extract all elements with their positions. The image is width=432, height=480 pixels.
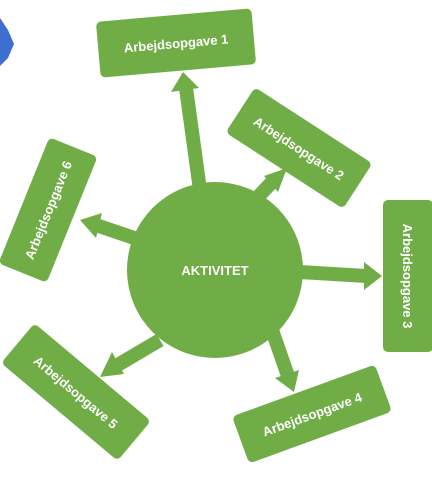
arrow-to-task-4 [265,327,299,392]
task-label-3: Arbejdsopgave 3 [400,224,415,329]
arrow-to-task-3 [299,262,382,290]
arrow-to-task-1 [171,72,207,191]
arrow-to-task-6 [80,213,143,247]
task-box-1: Arbejdsopgave 1 [96,8,256,78]
task-box-4: Arbejdsopgave 4 [233,365,391,463]
center-label: AKTIVITET [181,263,248,278]
arrow-to-task-5 [100,333,164,377]
center-node: AKTIVITET [127,182,303,358]
task-box-6: Arbejdsopgave 6 [0,138,97,282]
corner-decoration [0,18,14,66]
task-box-5: Arbejdsopgave 5 [3,325,149,459]
task-box-3: Arbejdsopgave 3 [383,200,432,352]
